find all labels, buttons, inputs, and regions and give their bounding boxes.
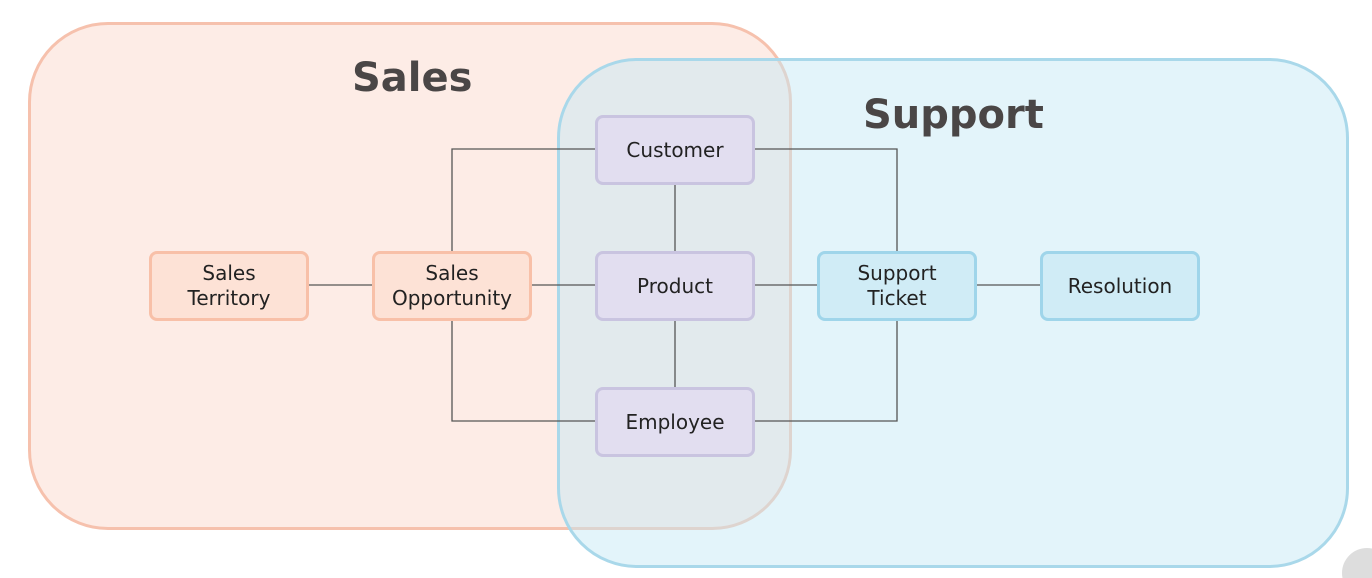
entity-label: Customer xyxy=(626,137,724,162)
connector-opportunity-customer xyxy=(451,148,596,251)
connector-customer-ticket xyxy=(754,148,898,251)
entity-support-ticket[interactable]: Support Ticket xyxy=(817,251,977,321)
entity-label: Sales Opportunity xyxy=(391,261,513,310)
connector-opportunity-employee xyxy=(451,319,596,422)
entity-label: Sales Territory xyxy=(187,261,271,310)
entity-customer[interactable]: Customer xyxy=(595,115,755,185)
support-context-title: Support xyxy=(863,92,1044,138)
entity-label: Support Ticket xyxy=(857,261,937,310)
entity-sales-territory[interactable]: Sales Territory xyxy=(149,251,309,321)
connector-employee-ticket xyxy=(754,319,898,422)
entity-sales-opportunity[interactable]: Sales Opportunity xyxy=(372,251,532,321)
sales-context-title: Sales xyxy=(352,55,473,101)
entity-resolution[interactable]: Resolution xyxy=(1040,251,1200,321)
entity-label: Product xyxy=(637,273,713,298)
entity-product[interactable]: Product xyxy=(595,251,755,321)
entity-label: Resolution xyxy=(1067,273,1173,298)
entity-employee[interactable]: Employee xyxy=(595,387,755,457)
entity-label: Employee xyxy=(625,409,725,434)
